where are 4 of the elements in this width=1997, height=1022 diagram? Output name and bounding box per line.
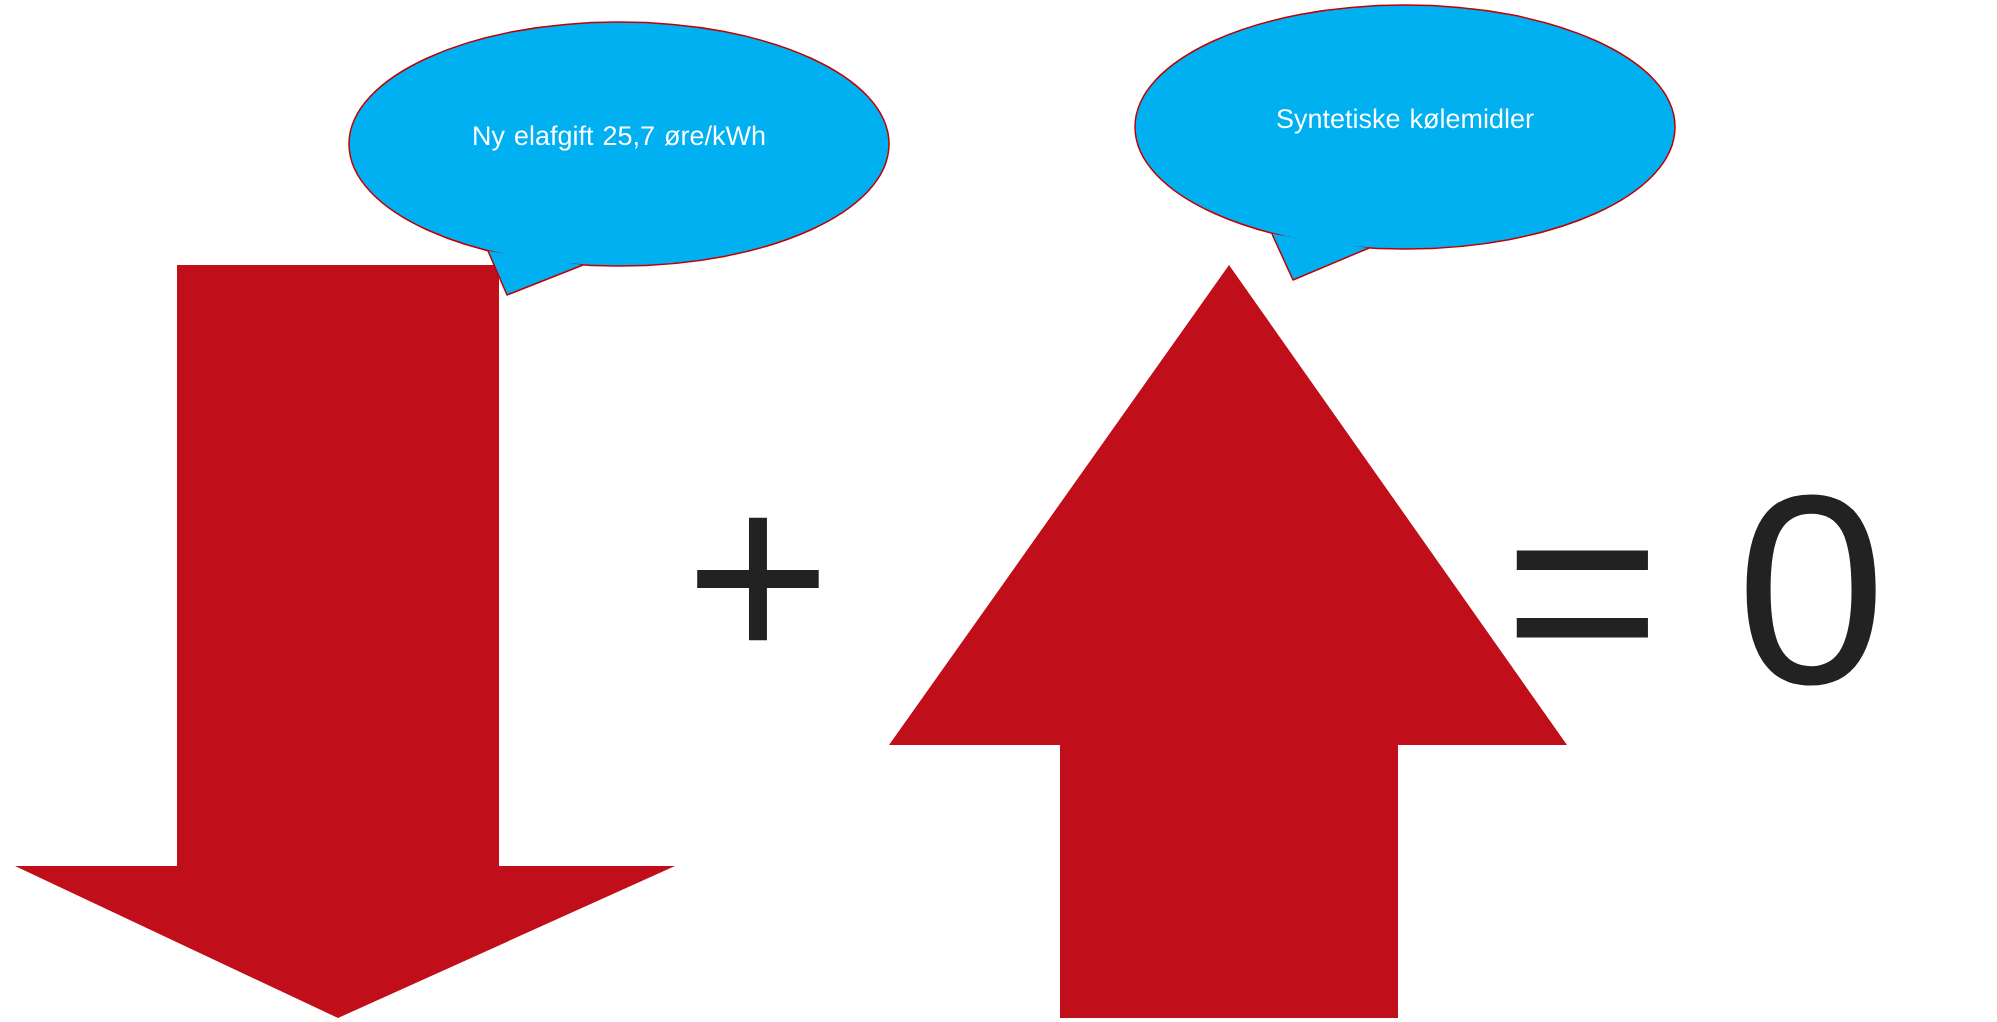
equation-text: = 0 bbox=[1516, 494, 1876, 686]
speech-bubble: Syntetiske kølemidler bbox=[1134, 4, 1676, 281]
plus-sign: + bbox=[697, 517, 819, 641]
speech-bubble: Ny elafgift 25,7 øre/kWh bbox=[348, 21, 890, 296]
